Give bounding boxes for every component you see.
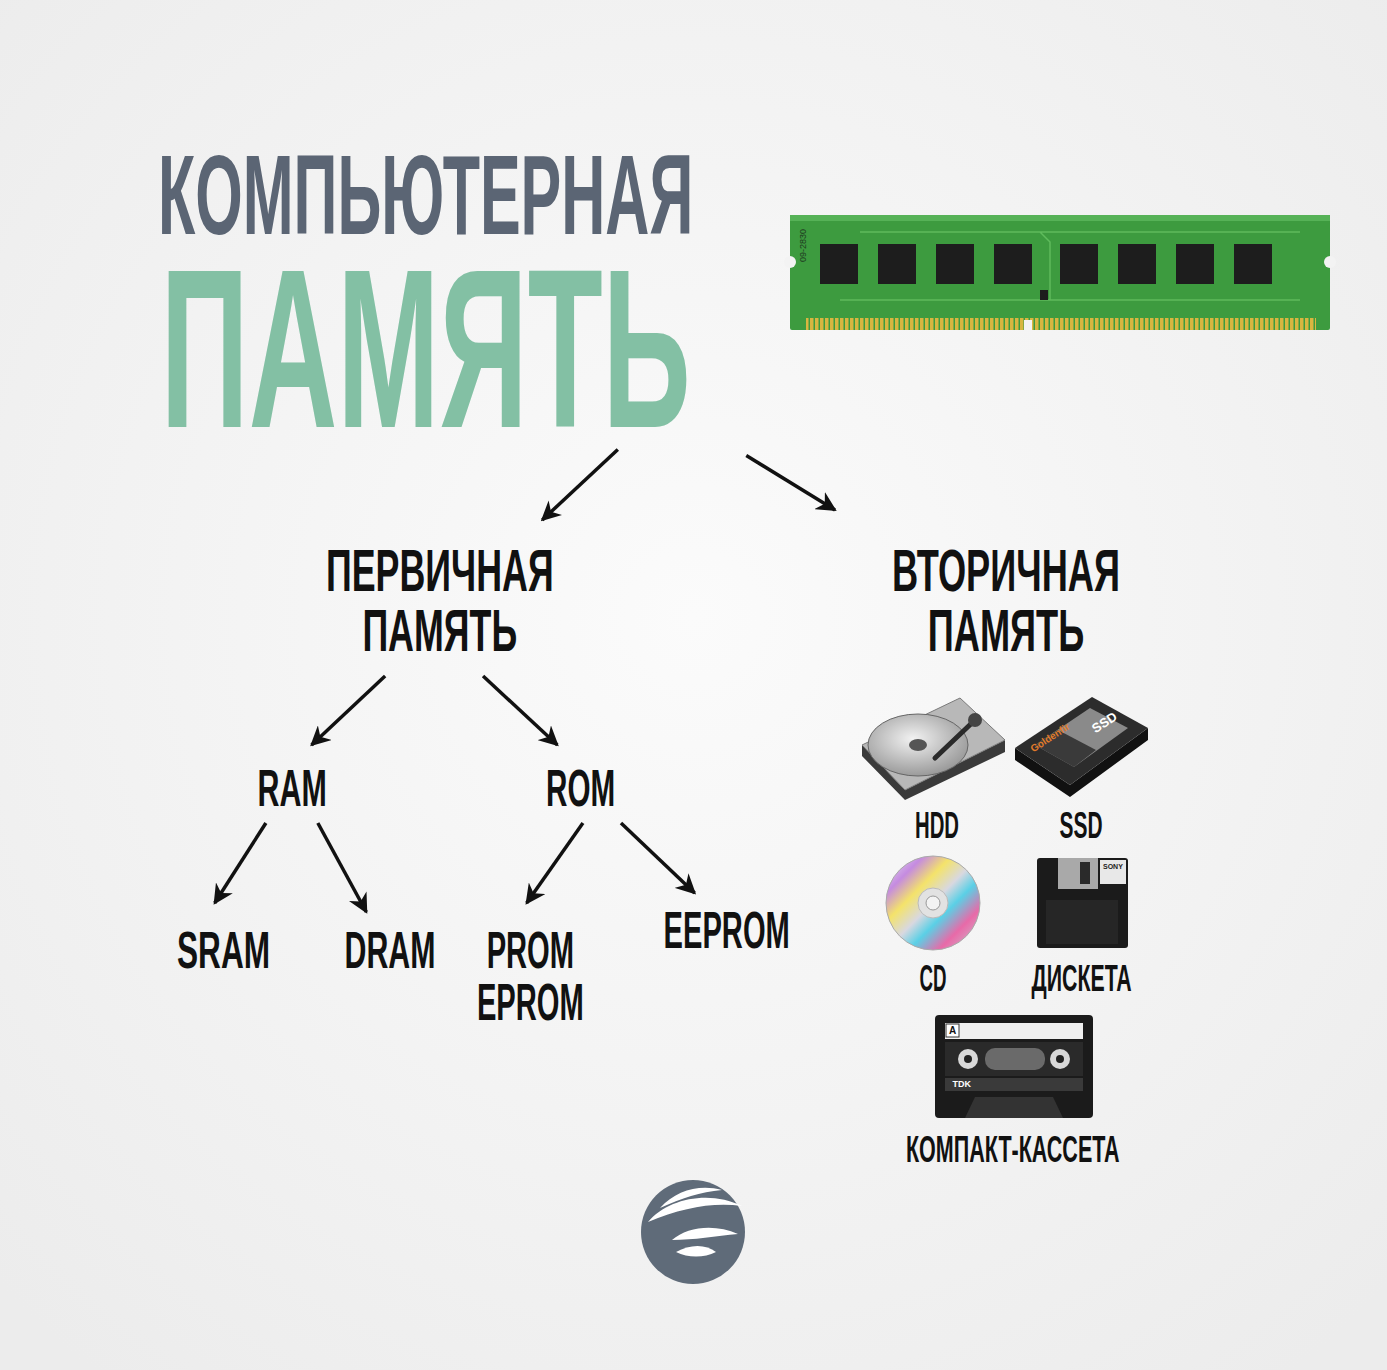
logo <box>641 1180 745 1284</box>
tree-arrow <box>746 455 835 510</box>
memory-subtype: EEPROM <box>663 904 789 956</box>
memory-type: ROM <box>546 762 615 814</box>
node-label: RAM <box>258 762 327 814</box>
side-mark: A <box>949 1026 956 1036</box>
memory-type: RAM <box>258 762 327 814</box>
part-code: 09-2830 <box>799 228 808 261</box>
device-label: CD <box>920 961 947 997</box>
branch-node: ПЕРВИЧНАЯ ПАМЯТЬ <box>326 541 554 661</box>
cd-disc <box>886 856 980 950</box>
device-label: SSD <box>1060 808 1103 844</box>
node-label: EEPROM <box>663 904 789 956</box>
brand-mark: SONY <box>1103 863 1123 870</box>
node-label: ВТОРИЧНАЯ ПАМЯТЬ <box>892 541 1120 661</box>
tree-arrow <box>542 449 618 520</box>
device-label: ДИСКЕТА <box>1031 961 1131 997</box>
node-label: ROM <box>546 762 615 814</box>
brand-mark: Goldenfir <box>1029 722 1072 755</box>
memory-subtype: SRAM <box>177 924 270 976</box>
memory-subtype: DRAM <box>344 924 435 976</box>
device-label: HDD <box>915 808 959 844</box>
branch-node: ВТОРИЧНАЯ ПАМЯТЬ <box>892 541 1120 661</box>
floppy-disk <box>1037 858 1128 948</box>
tree-arrow <box>527 823 583 903</box>
node-label: ПЕРВИЧНАЯ ПАМЯТЬ <box>326 541 554 661</box>
hdd-drive <box>862 698 1005 800</box>
tree-arrow <box>483 676 557 745</box>
tree-arrow <box>312 676 386 745</box>
node-label: PROM EPROM <box>476 924 583 1028</box>
ssd-drive <box>1015 697 1148 797</box>
title-line: КОМПЬЮТЕРНАЯ <box>158 139 693 252</box>
ram-module <box>784 215 1336 330</box>
title-node: КОМПЬЮТЕРНАЯПАМЯТЬ <box>158 139 693 445</box>
device-label: КОМПАКТ-КАССЕТА <box>906 1132 1120 1168</box>
node-label: DRAM <box>344 924 435 976</box>
memory-subtype: PROM EPROM <box>476 924 583 1028</box>
tree-arrow <box>215 823 266 903</box>
device-mark: SSD <box>1089 709 1119 734</box>
tree-arrow <box>621 823 695 893</box>
brand-mark: TDK <box>953 1080 972 1089</box>
node-label: SRAM <box>177 924 270 976</box>
title-accent: ПАМЯТЬ <box>160 252 690 445</box>
compact-cassette <box>935 1015 1093 1118</box>
tree-arrow <box>318 823 367 912</box>
